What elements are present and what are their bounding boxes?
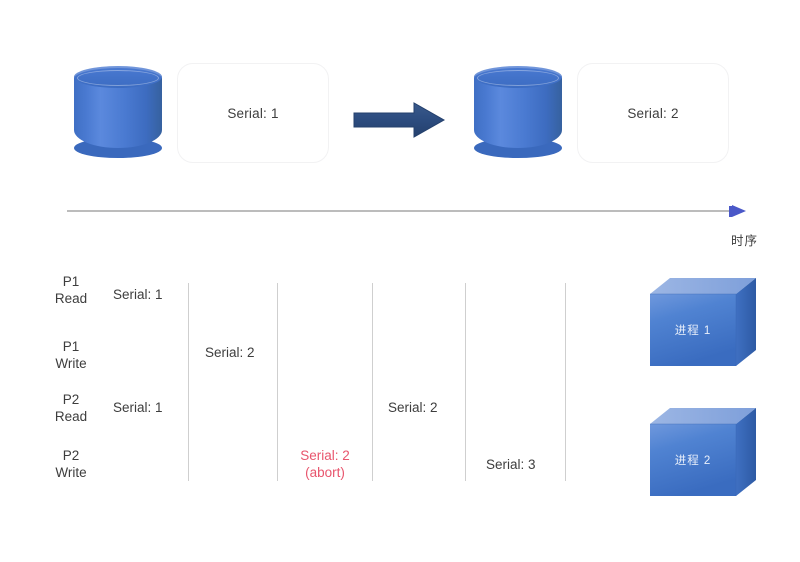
timeline-axis xyxy=(60,200,750,227)
column-divider-3 xyxy=(372,283,373,481)
row-label-p1-read: P1 Read xyxy=(42,273,100,307)
cylinder-top xyxy=(474,66,562,88)
cylinder-rim xyxy=(77,70,159,86)
row-label-line-1: P2 xyxy=(62,392,80,407)
cell-p2-write-abort: Serial: 2 (abort) xyxy=(291,447,359,481)
cylinder-rim xyxy=(477,70,559,86)
row-label-line-1: P2 xyxy=(62,448,80,463)
row-label-line-1: P1 xyxy=(62,274,80,289)
column-divider-2 xyxy=(277,283,278,481)
cell-p2-read-serial-left: Serial: 1 xyxy=(113,400,163,415)
database-cylinder-after xyxy=(474,66,562,158)
row-label-p1-write: P1 Write xyxy=(42,338,100,372)
cylinder-body xyxy=(74,76,162,148)
row-label-p2-read: P2 Read xyxy=(42,391,100,425)
cell-p2-read-serial-right: Serial: 2 xyxy=(388,400,438,415)
column-divider-5 xyxy=(565,283,566,481)
abort-line-1: Serial: 2 xyxy=(300,448,350,463)
serial-value-after: Serial: 2 xyxy=(627,105,679,121)
transition-arrow-icon xyxy=(352,100,448,145)
cell-p1-write-serial: Serial: 2 xyxy=(205,345,255,360)
serial-box-after: Serial: 2 xyxy=(577,63,729,163)
timeline-caption: 时序 xyxy=(731,234,759,248)
database-cylinder-before xyxy=(74,66,162,158)
cylinder-body xyxy=(474,76,562,148)
row-label-line-1: P1 xyxy=(62,339,80,354)
process-box-2: 进程 2 xyxy=(648,406,756,498)
row-label-line-2: Read xyxy=(54,409,88,424)
abort-line-2: (abort) xyxy=(305,465,345,480)
column-divider-1 xyxy=(188,283,189,481)
cell-p1-read-serial: Serial: 1 xyxy=(113,287,163,302)
process-box-1: 进程 1 xyxy=(648,276,756,368)
cell-p2-write-serial: Serial: 3 xyxy=(486,457,536,472)
serial-box-before: Serial: 1 xyxy=(177,63,329,163)
row-label-line-2: Write xyxy=(55,356,87,371)
row-label-p2-write: P2 Write xyxy=(42,447,100,481)
row-label-line-2: Read xyxy=(54,291,88,306)
serial-value-before: Serial: 1 xyxy=(227,105,279,121)
cylinder-top xyxy=(74,66,162,88)
column-divider-4 xyxy=(465,283,466,481)
row-label-line-2: Write xyxy=(55,465,87,480)
